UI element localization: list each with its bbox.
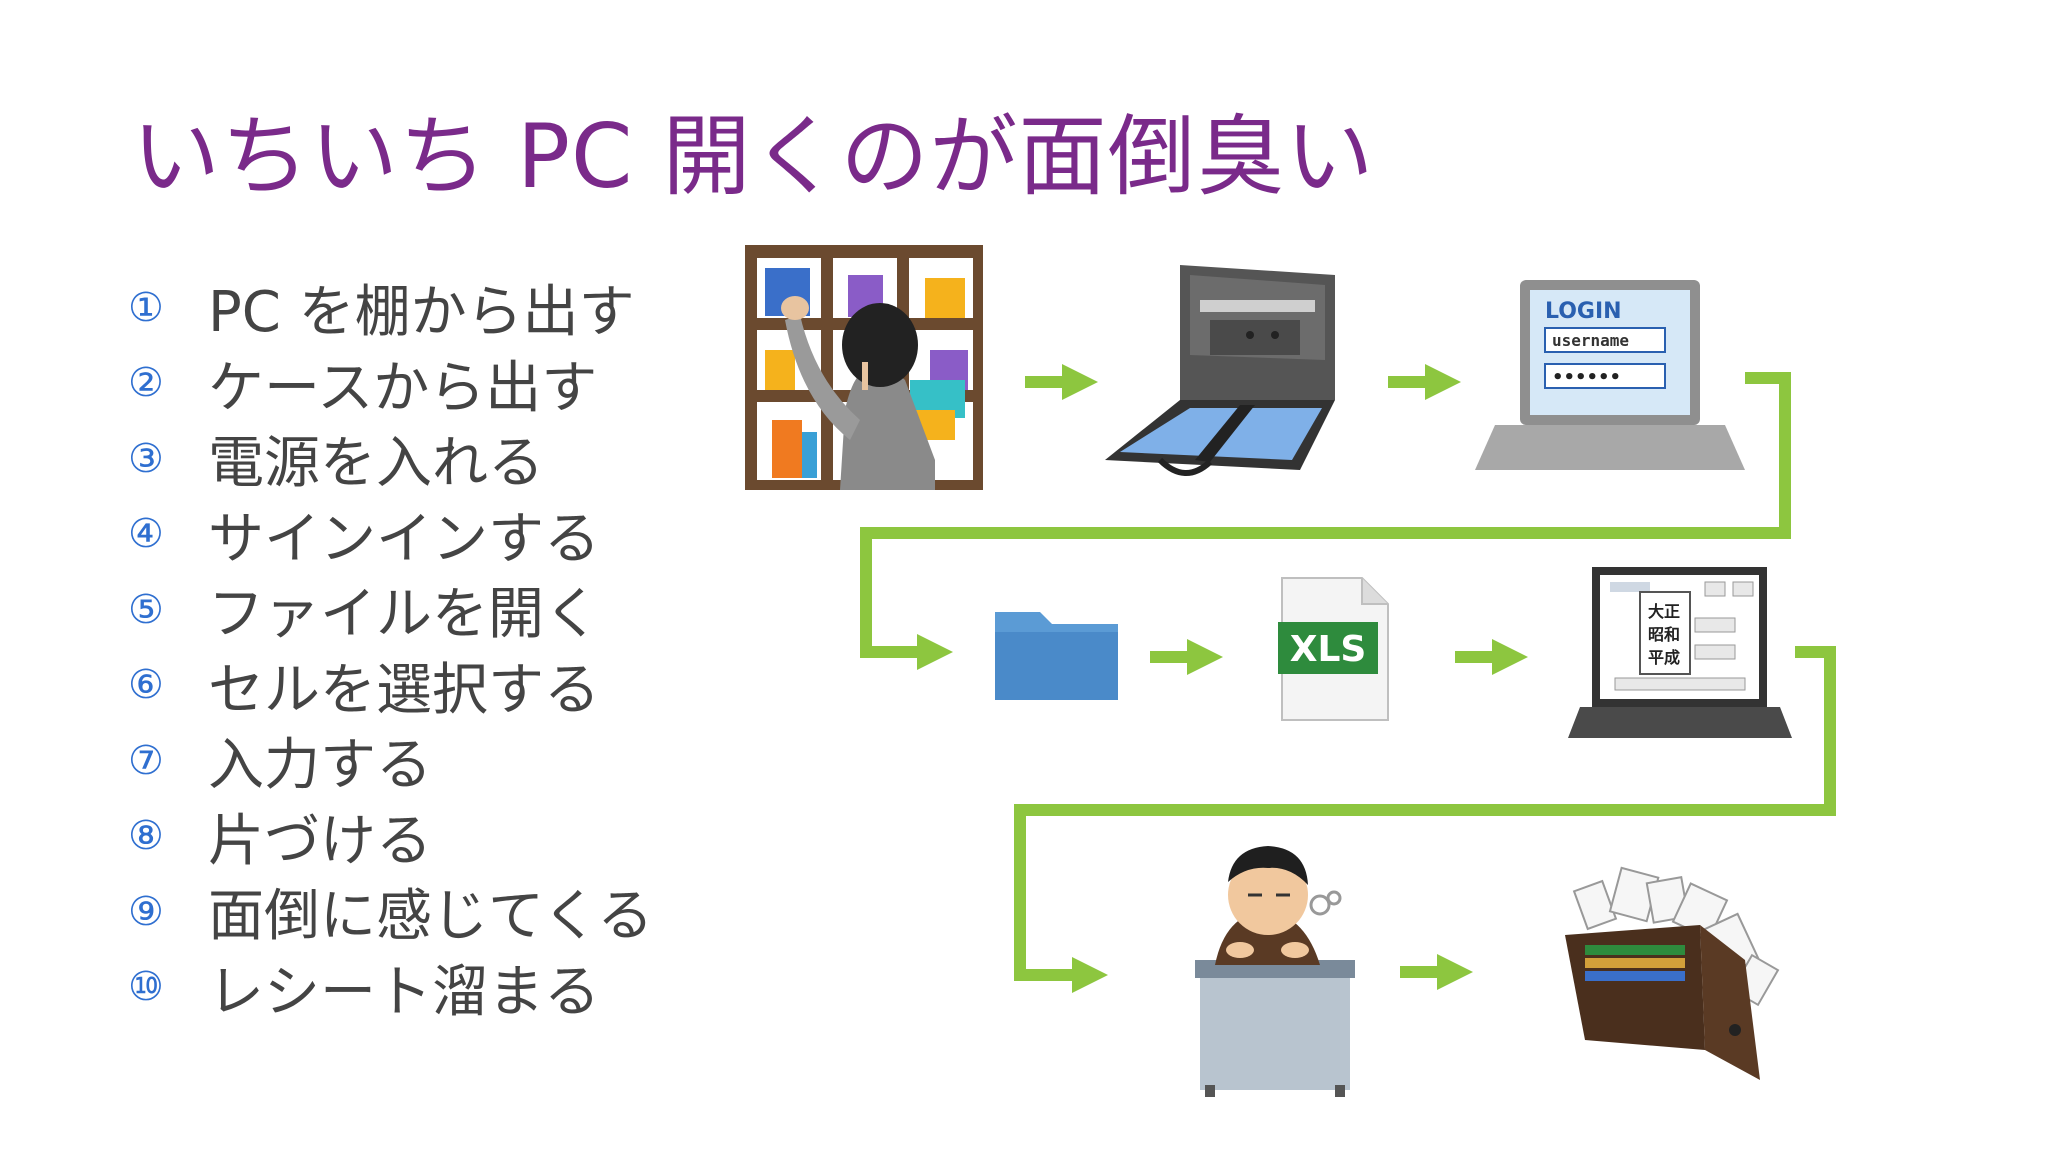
xls-file-icon: XLS	[1278, 577, 1389, 721]
login-laptop-icon: LOGIN username ••••••	[1475, 280, 1745, 470]
connector-arrow-icon	[1014, 646, 1836, 993]
login-heading: LOGIN	[1545, 299, 1622, 324]
step-number: ⑨	[128, 888, 164, 935]
wallet-receipts-icon	[1565, 866, 1780, 1080]
tired-person-icon	[1195, 846, 1355, 1097]
step-number: ⑧	[128, 813, 164, 860]
step-number: ⑦	[128, 737, 164, 784]
era-label: 平成	[1648, 648, 1680, 667]
step-text: PC を棚から出す	[208, 280, 635, 346]
era-label: 大正	[1648, 602, 1680, 621]
step-item: ⑥ セルを選択する	[128, 648, 653, 724]
slide-title: いちいち PC 開くのが面倒臭い	[132, 105, 1375, 208]
step-number: ①	[128, 284, 164, 331]
step-text: サインインする	[208, 506, 600, 572]
era-select-laptop-icon: 大正 昭和 平成	[1568, 567, 1792, 738]
step-item: ③ 電源を入れる	[128, 421, 653, 497]
step-item: ② ケースから出す	[128, 346, 653, 422]
step-number: ⑩	[128, 964, 164, 1011]
step-item: ⑦ 入力する	[128, 723, 653, 799]
login-password: ••••••	[1552, 367, 1621, 388]
step-item: ① PC を棚から出す	[128, 270, 653, 346]
step-item: ⑨ 面倒に感じてくる	[128, 874, 653, 950]
step-text: セルを選択する	[208, 657, 600, 723]
step-text: 入力する	[208, 733, 432, 799]
step-text: レシート溜まる	[208, 959, 600, 1025]
folder-icon	[995, 612, 1118, 700]
step-number: ⑥	[128, 662, 164, 709]
xls-label: XLS	[1290, 629, 1367, 670]
step-item: ⑩ レシート溜まる	[128, 950, 653, 1026]
step-number: ②	[128, 360, 164, 407]
step-text: ケースから出す	[208, 355, 598, 421]
step-number: ③	[128, 435, 164, 482]
step-text: 電源を入れる	[208, 431, 544, 497]
step-text: 片づける	[208, 808, 432, 874]
step-item: ⑤ ファイルを開く	[128, 572, 653, 648]
step-text: ファイルを開く	[208, 582, 600, 648]
step-text: 面倒に感じてくる	[208, 884, 654, 950]
step-item: ⑧ 片づける	[128, 799, 653, 875]
connector-arrow-icon	[860, 372, 1791, 670]
step-number: ④	[128, 511, 164, 558]
login-username: username	[1552, 331, 1629, 350]
step-number: ⑤	[128, 586, 164, 633]
step-item: ④ サインインする	[128, 497, 653, 573]
steps-list: ① PC を棚から出す ② ケースから出す ③ 電源を入れる ④ サインインする ⑤ ファ…	[128, 270, 653, 1025]
era-label: 昭和	[1648, 625, 1680, 644]
laptop-case-icon	[1105, 265, 1335, 476]
shelf-person-icon	[745, 245, 983, 490]
